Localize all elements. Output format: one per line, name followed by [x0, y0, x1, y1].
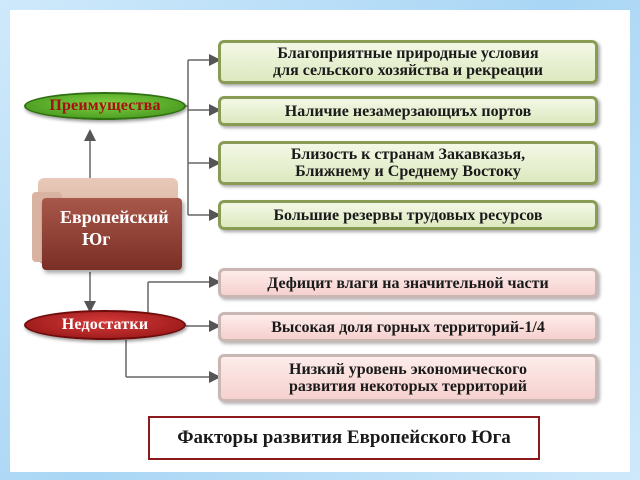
advantage-3-line-1: Близость к странам Закавказья, [290, 146, 526, 163]
advantage-4-line-1: Большие резервы трудовых ресурсов [273, 206, 543, 224]
advantage-box-4: Большие резервы трудовых ресурсов [218, 200, 598, 230]
advantage-1-line-2: для сельского хозяйства и рекреации [273, 62, 543, 79]
advantage-3-line-2: Ближнему и Среднему Востоку [295, 163, 521, 180]
advantages-pill: Преимущества [24, 92, 186, 120]
center-label: Европейский Юг [42, 198, 182, 270]
advantage-1-line-1: Благоприятные природные условия [277, 45, 539, 62]
advantage-2-line-1: Наличие незамерзающиъх портов [284, 102, 532, 120]
disadvantage-box-1: Дефицит влаги на значительной части [218, 268, 598, 298]
disadvantage-2-line-1: Высокая доля горных территорий-1/4 [271, 318, 545, 336]
disadvantage-1-line-1: Дефицит влаги на значительной части [267, 274, 549, 292]
disadvantage-box-3: Низкий уровень экономического развития н… [218, 354, 598, 402]
center-line-2: Юг [82, 229, 111, 249]
advantage-box-1: Благоприятные природные условия для сель… [218, 40, 598, 84]
center-folder: Европейский Юг [32, 178, 182, 270]
slide: Европейский Юг Преимущества Недостатки Б… [10, 10, 630, 472]
connector-lines [84, 54, 221, 383]
disadvantages-pill: Недостатки [24, 310, 186, 340]
advantage-box-2: Наличие незамерзающиъх портов [218, 96, 598, 126]
advantage-box-3: Близость к странам Закавказья, Ближнему … [218, 141, 598, 185]
disadvantage-box-2: Высокая доля горных территорий-1/4 [218, 312, 598, 342]
disadvantage-3-line-1: Низкий уровень экономического [289, 361, 527, 378]
diagram-caption: Факторы развития Европейского Юга [148, 416, 540, 460]
disadvantage-3-line-2: развития некоторых территорий [288, 378, 528, 395]
center-line-1: Европейский [60, 207, 169, 227]
